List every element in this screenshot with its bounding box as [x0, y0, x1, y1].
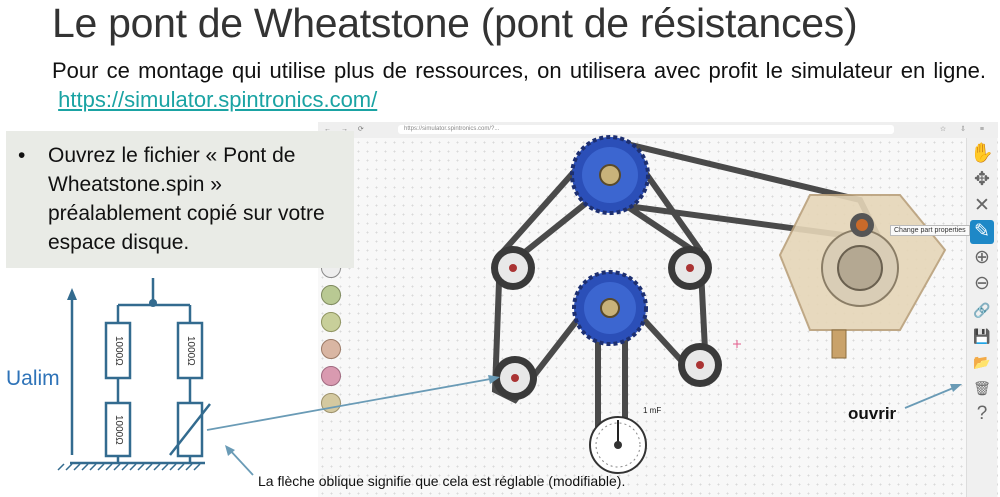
edit-tooltip: Change part properties	[890, 225, 970, 236]
ouvrir-label: ouvrir	[848, 404, 897, 423]
simulator-toolbar: ✋ ✥ ✕ ✎ ⊕ ⊖ 🔗 💾 📂 🗑 ?	[966, 138, 997, 497]
slide-title: Le pont de Wheatstone (pont de résistanc…	[52, 0, 858, 46]
junction-dot	[149, 299, 157, 307]
simulator-link[interactable]: https://simulator.spintronics.com/	[58, 87, 378, 112]
arrow-head-1	[488, 375, 500, 384]
part-button-icon[interactable]	[321, 366, 341, 386]
bullet-text: Ouvrez le fichier « Pont de Wheatstone.s…	[48, 144, 325, 254]
browser-nav-buttons[interactable]: ← → ⟳	[324, 126, 368, 133]
part-diode-icon[interactable]	[321, 312, 341, 332]
hand-tool-icon[interactable]: ✋	[970, 143, 994, 164]
link-icon[interactable]: 🔗	[973, 302, 991, 318]
callout-arrows	[206, 377, 959, 476]
top-gear[interactable]	[570, 135, 650, 215]
arrow-head-2	[225, 445, 235, 456]
save-icon[interactable]: 💾	[973, 328, 991, 344]
pulley-left-top[interactable]	[491, 246, 535, 290]
part-inductor-icon[interactable]	[321, 339, 341, 359]
arrow-head-3	[950, 384, 962, 392]
help-icon[interactable]: ?	[976, 403, 988, 424]
intro-paragraph: Pour ce montage qui utilise plus de ress…	[52, 56, 986, 114]
ualim-label: Ualim	[6, 367, 60, 390]
intro-text: Pour ce montage qui utilise plus de ress…	[52, 58, 986, 83]
ground-hatching	[57, 463, 201, 471]
browser-tools[interactable]: ☆ ⇩ ≡	[939, 126, 990, 133]
resistor-label-top-left: 1000Ω	[113, 336, 124, 366]
bullet-dot: •	[18, 144, 26, 167]
pulley-right-bottom[interactable]	[678, 343, 722, 387]
resistor-label-bottom-left: 1000Ω	[113, 415, 124, 445]
pulley-left-bottom[interactable]	[493, 356, 537, 400]
edit-tool-icon[interactable]: ✎	[970, 220, 994, 244]
pulley-right-top[interactable]	[668, 246, 712, 290]
trash-icon[interactable]: 🗑	[973, 380, 991, 396]
move-tool-icon[interactable]: ✥	[974, 169, 990, 190]
delete-tool-icon[interactable]: ✕	[974, 195, 990, 216]
zoom-in-icon[interactable]: ⊕	[974, 247, 990, 268]
instruction-box	[6, 131, 354, 268]
cursor-marker	[733, 340, 741, 348]
arrow-caption: La flèche oblique signifie que cela est …	[258, 473, 626, 489]
address-bar[interactable]: https://simulator.spintronics.com/?...	[398, 125, 894, 134]
middle-gear[interactable]	[572, 270, 648, 346]
wheatstone-schematic	[67, 278, 211, 465]
resistor-label-top-right: 1000Ω	[185, 336, 196, 366]
part-transistor-icon[interactable]	[321, 285, 341, 305]
capacitor-value-label: 1 mF	[643, 406, 662, 415]
open-folder-icon[interactable]: 📂	[973, 354, 991, 370]
ammeter-gauge[interactable]	[589, 416, 647, 474]
zoom-out-icon[interactable]: ⊖	[974, 273, 990, 294]
battery-part[interactable]	[778, 194, 947, 359]
